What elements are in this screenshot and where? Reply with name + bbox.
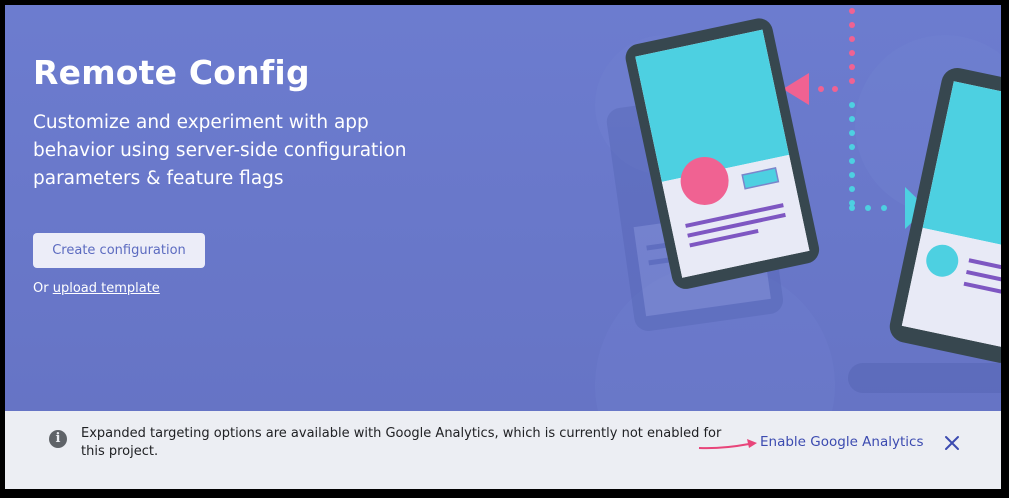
hero-section: Remote Config Customize and experiment w…: [5, 5, 1001, 411]
banner-message: Expanded targeting options are available…: [81, 426, 722, 459]
page-subtitle: Customize and experiment with app behavi…: [33, 112, 407, 189]
annotation-arrow-icon: [698, 439, 757, 450]
enable-google-analytics-link[interactable]: Enable Google Analytics: [760, 434, 924, 450]
upload-template-line: Or upload template: [33, 281, 160, 296]
phones-illustration: [595, 8, 1001, 411]
create-configuration-button[interactable]: Create configuration: [33, 233, 205, 268]
or-label: Or: [33, 281, 53, 296]
close-icon[interactable]: [942, 433, 962, 453]
page-title: Remote Config: [33, 53, 310, 92]
upload-template-link[interactable]: upload template: [52, 281, 160, 296]
remote-config-page: Remote Config Customize and experiment w…: [5, 5, 1001, 489]
info-icon: i: [49, 430, 67, 448]
analytics-banner: i Expanded targeting options are availab…: [5, 411, 1001, 489]
